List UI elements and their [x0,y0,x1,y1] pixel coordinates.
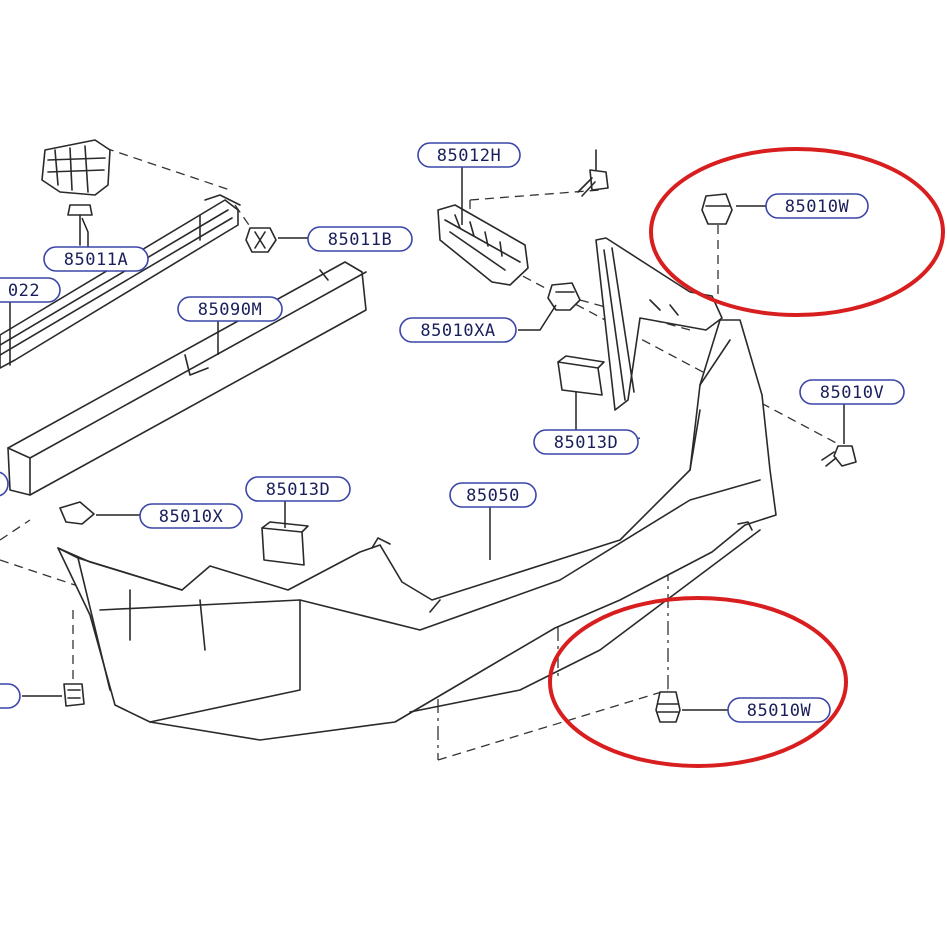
label-85010W-top: 85010W [765,193,869,219]
label-85013D-left: 85013D [245,476,351,502]
label-85010X: 85010X [139,503,243,529]
bumper-fascia [57,319,777,741]
energy-absorber [7,261,367,496]
highlight-ellipse-bottom [548,596,848,768]
bolt-85010V [821,445,857,467]
label-85010V-text: 85010V [820,383,884,403]
label-85012H-text: 85012H [437,146,501,166]
clip-85010X [59,501,95,525]
label-85013D-right: 85013D [533,429,639,455]
fastener-top [701,193,733,225]
label-85011B: 85011B [307,226,413,252]
label-85010X-text: 85010X [159,507,224,527]
label-022: 022 [0,277,61,303]
label-85013D-left-text: 85013D [266,480,330,500]
label-85010XA-text: 85010XA [420,321,495,341]
label-85013D-right-text: 85013D [554,433,618,453]
label-85011A: 85011A [43,246,149,272]
label-85010V: 85010V [799,379,905,405]
side-retainer [595,237,723,411]
label-85010W-bottom: 85010W [727,697,831,723]
clip-85011B [245,227,277,253]
label-85011A-text: 85011A [64,250,128,270]
reinforcement-beam [0,194,241,369]
label-85010XA: 85010XA [399,317,517,343]
bolt-top [577,149,609,197]
label-85010W-bottom-text: 85010W [747,701,812,721]
label-85011B-text: 85011B [328,230,392,250]
bolt-lower-left [63,683,85,707]
highlight-ellipse-top [649,147,945,317]
fastener-bottom [655,691,681,723]
label-edge-left [0,683,21,709]
label-85010W-top-text: 85010W [785,197,850,217]
clip-85010XA [547,282,581,311]
spacer-left [261,521,309,566]
label-edge-left-upper [0,471,9,497]
label-85090M: 85090M [177,296,283,322]
label-85050-text: 85050 [466,486,520,506]
upper-bracket [41,139,111,246]
label-85090M-text: 85090M [198,300,262,320]
label-85050: 85050 [449,482,537,508]
label-022-text: 022 [8,281,40,301]
label-85012H: 85012H [417,142,521,168]
spacer-right [557,355,605,396]
side-bracket [437,204,529,286]
